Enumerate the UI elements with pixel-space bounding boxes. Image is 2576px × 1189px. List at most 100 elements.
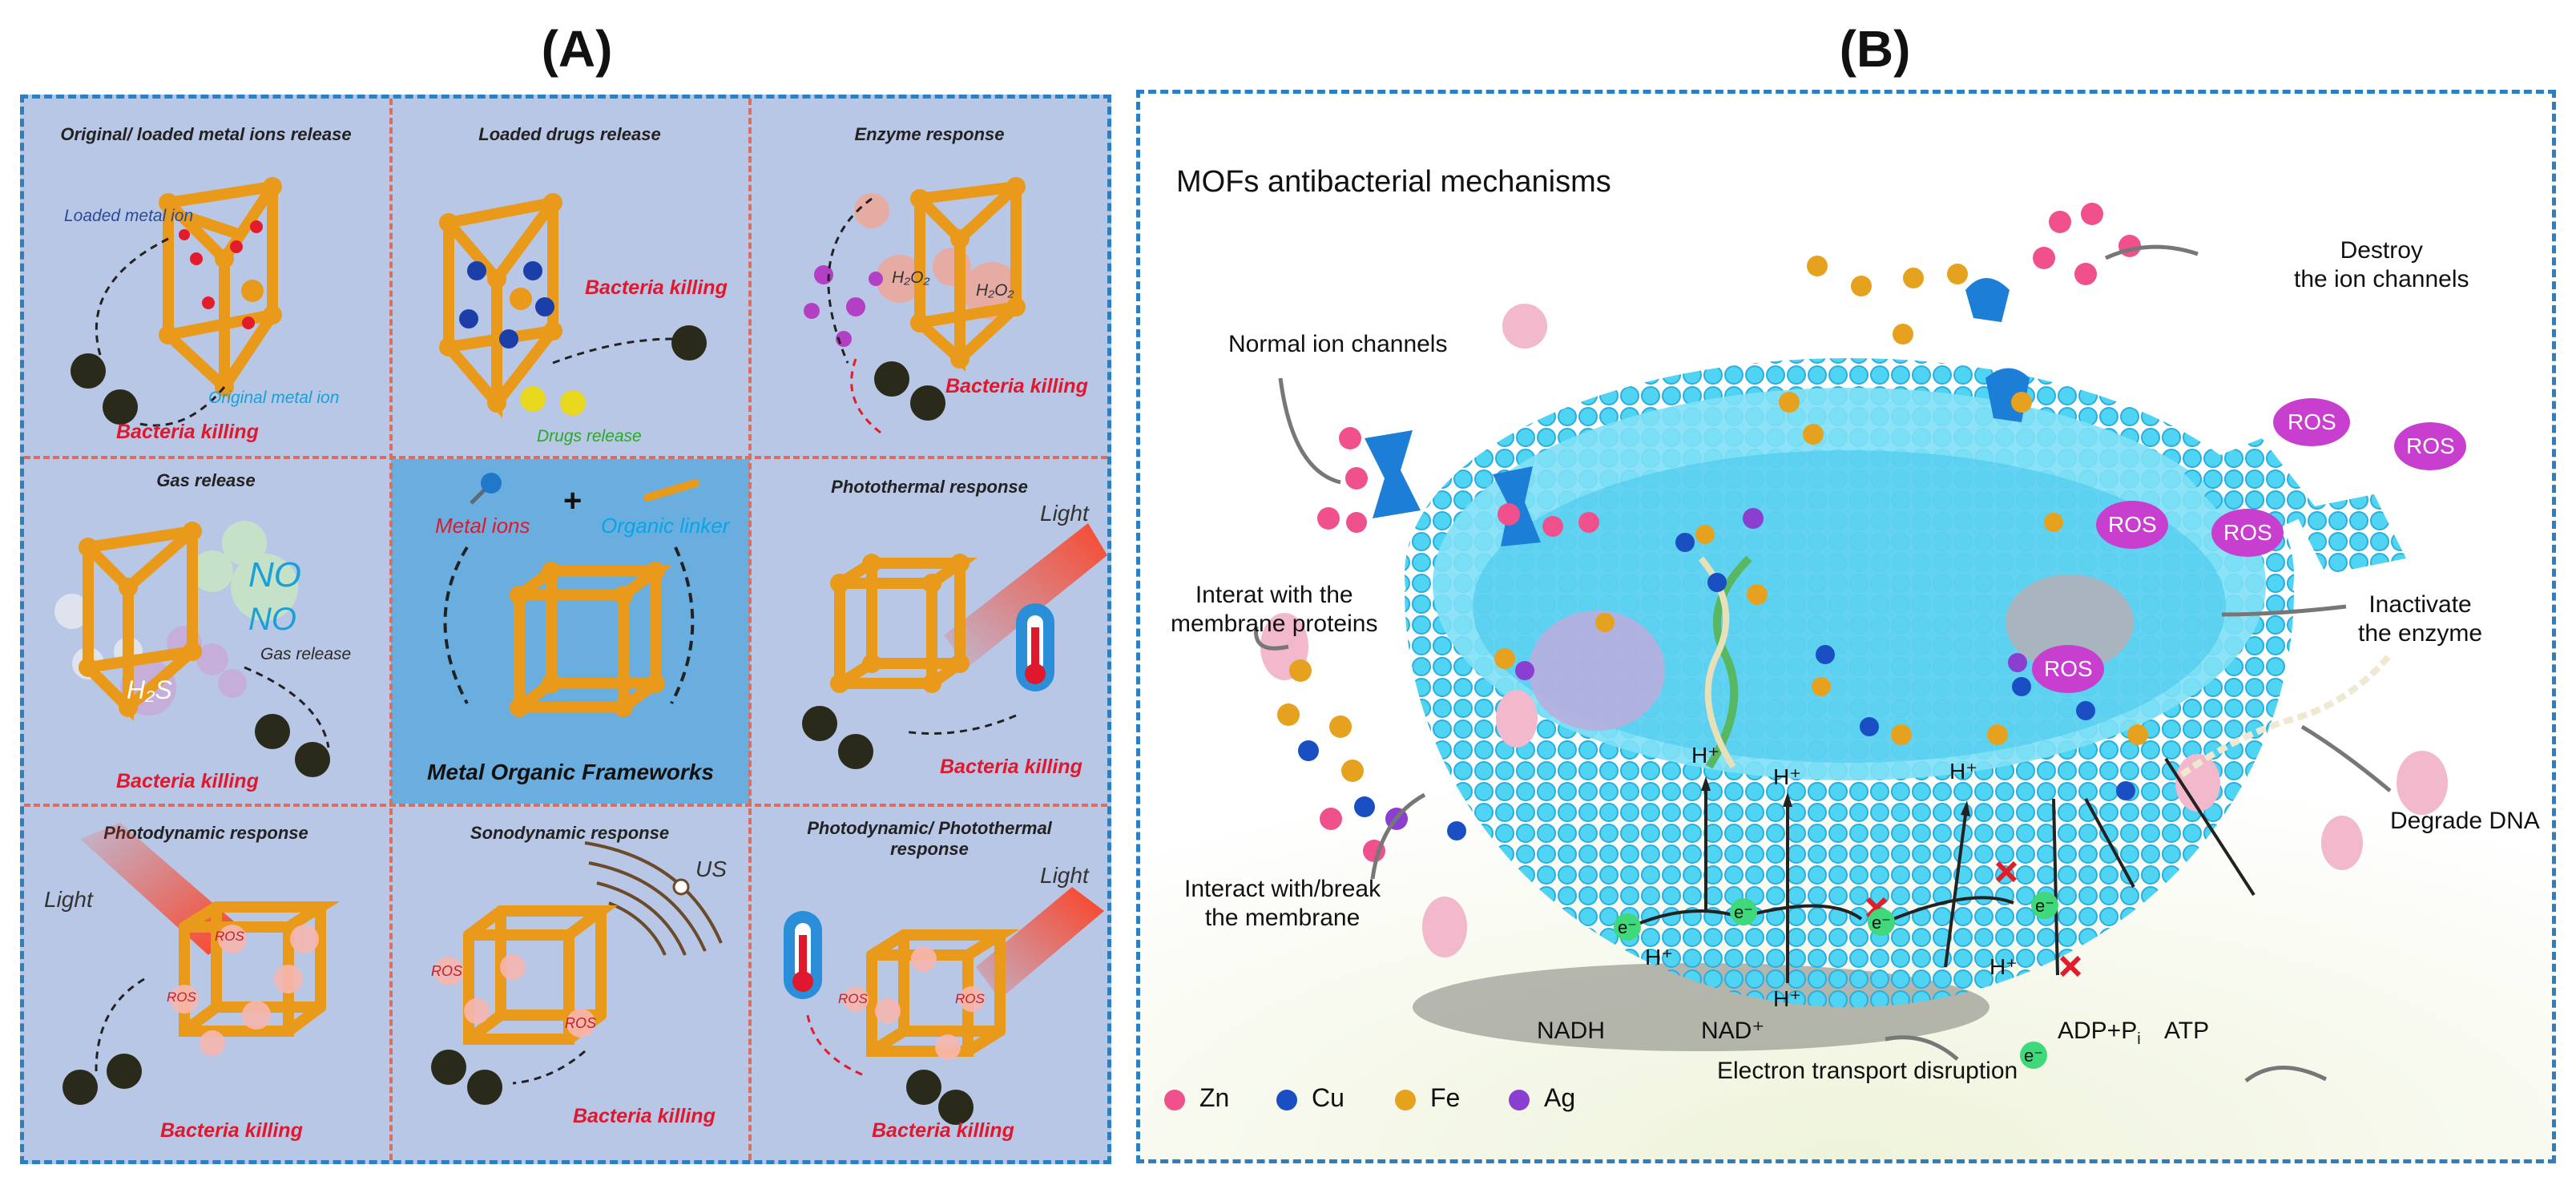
ros-label: ROS	[215, 929, 244, 944]
ros-label-1: ROS	[2288, 409, 2336, 434]
nadh-label: NADH	[1537, 1018, 1606, 1044]
photodynamic-framework-graphic	[62, 823, 341, 1105]
metal-ions-framework-graphic	[71, 177, 282, 427]
hplus-label-2: H⁺	[1773, 764, 1801, 789]
interact-break-membrane-label: Interact with/break the membrane	[1184, 876, 1381, 931]
destroy-ion-channels-label: Destroy the ion channels	[2294, 237, 2469, 292]
panel-b-label: (B)	[1839, 20, 1911, 78]
grid-hline-1	[24, 456, 1107, 459]
eminus-label-5: e⁻	[2024, 1046, 2043, 1066]
gas-release-label: Gas release	[260, 645, 352, 663]
cell-metal-ions-release: Original/ loaded metal ions release Load…	[24, 99, 388, 454]
bacteria-killing-label: Bacteria killing	[585, 276, 728, 299]
legend-label: Fe	[1430, 1083, 1461, 1112]
atp-label: ATP	[2164, 1018, 2210, 1044]
ros-label-2: ROS	[955, 991, 985, 1006]
legend-item-ag: Ag	[1509, 1083, 1575, 1113]
ros-label-2: ROS	[565, 1015, 597, 1031]
legend-item-zn: Zn	[1164, 1083, 1229, 1113]
nad-label: NAD⁺	[1701, 1018, 1765, 1044]
bacteria-killing-label: Bacteria killing	[160, 1119, 303, 1142]
cell-photothermal-response: Photothermal response	[752, 459, 1107, 802]
h2o2-label-2: H₂O₂	[976, 281, 1014, 300]
eminus-label-3: e⁻	[1872, 913, 1891, 933]
cell-title: Loaded drugs release	[478, 124, 661, 144]
ros-label-4: ROS	[2223, 520, 2272, 545]
legend-label: Zn	[1199, 1083, 1230, 1112]
ros-label: ROS	[838, 991, 868, 1006]
degrade-dna-label: Degrade DNA	[2390, 808, 2540, 834]
eminus-label-2: e⁻	[1734, 902, 1753, 922]
grid-hline-2	[24, 804, 1107, 807]
legend-label: Cu	[1312, 1083, 1344, 1112]
grid-vline-2	[748, 99, 752, 1160]
mof-framework-graphic	[443, 473, 699, 717]
photodynamic-photothermal-graphic	[784, 887, 1104, 1125]
normal-ion-channels-label: Normal ion channels	[1228, 331, 1448, 357]
hplus-label-5: H⁺	[1773, 986, 1801, 1011]
cell-title: Enzyme response	[854, 124, 1005, 144]
gas-framework-graphic	[54, 521, 330, 777]
hplus-label-4: H⁺	[1645, 945, 1673, 969]
h2s-label: H₂S	[127, 675, 172, 704]
cell-title: Sonodynamic response	[470, 823, 670, 843]
cell-sonodynamic-response: Sonodynamic response US ROS	[393, 807, 747, 1160]
panel-b: MOFs antibacterial mechanisms Destroy th…	[1136, 90, 2556, 1163]
organic-linker-label: Organic linker	[601, 514, 730, 538]
legend-swatch	[1276, 1089, 1297, 1110]
eminus-label-4: e⁻	[2035, 896, 2054, 916]
original-metal-ion-label: Original metal ion	[208, 389, 340, 407]
light-label: Light	[1040, 863, 1089, 888]
drugs-release-label: Drugs release	[537, 427, 642, 445]
legend-item-cu: Cu	[1276, 1083, 1344, 1113]
plus-sign: +	[563, 483, 583, 518]
center-cell-bg	[391, 459, 750, 804]
panel-a-label: (A)	[541, 20, 613, 78]
panel-a: Original/ loaded metal ions release Load…	[20, 95, 1111, 1164]
cell-photodynamic-response: Photodynamic response Light	[24, 807, 388, 1160]
sonodynamic-framework-graphic	[431, 841, 723, 1105]
eminus-label-1: e⁻	[1618, 917, 1637, 937]
legend-swatch	[1164, 1089, 1185, 1110]
no-label: NO	[248, 555, 301, 594]
ros-label-2: ROS	[2406, 433, 2455, 458]
cell-loaded-drugs-release: Loaded drugs release Bacteria killing Dr…	[393, 99, 747, 454]
panel-b-title: MOFs antibacterial mechanisms	[1176, 165, 1611, 199]
inactivate-enzyme-label: Inactivate the enzyme	[2358, 591, 2483, 647]
ros-label-5: ROS	[2044, 656, 2093, 681]
bacteria-killing-label: Bacteria killing	[573, 1105, 716, 1127]
ros-label-3: ROS	[2108, 512, 2157, 537]
us-label: US	[695, 856, 727, 881]
h2o2-label: H₂O₂	[892, 268, 930, 287]
loaded-metal-ion-label: Loaded metal ion	[64, 207, 194, 225]
light-label: Light	[1040, 501, 1089, 526]
cell-title: Original/ loaded metal ions release	[60, 124, 352, 144]
cell-title: Gas release	[156, 470, 256, 490]
ros-label: ROS	[431, 963, 463, 979]
grid-vline-1	[389, 99, 393, 1160]
bacteria-killing-label: Bacteria killing	[872, 1119, 1014, 1142]
cell-title: Photothermal response	[831, 477, 1028, 497]
adp-text: ADP+P	[2058, 1018, 2138, 1044]
membrane-proteins-label: Interat with the membrane proteins	[1171, 582, 1378, 637]
cell-metal-organic-frameworks: Metal ions + Organic linker Metal Organi…	[391, 459, 750, 804]
hplus-label-6: H⁺	[1989, 954, 2018, 979]
hplus-label-1: H⁺	[1691, 743, 1719, 768]
light-label: Light	[44, 887, 93, 912]
photothermal-framework-graphic	[802, 523, 1107, 769]
bacteria-killing-label: Bacteria killing	[940, 756, 1082, 778]
hplus-label-3: H⁺	[1949, 759, 1977, 784]
adp-label: ADP+Pi	[2058, 1017, 2141, 1054]
bacteria-killing-label: Bacteria killing	[945, 375, 1088, 397]
mof-name-label: Metal Organic Frameworks	[427, 760, 714, 784]
legend-swatch	[1509, 1089, 1530, 1110]
legend-item-fe: Fe	[1395, 1083, 1460, 1113]
cell-gas-release: Gas release NO NO H₂S Gas release Bacter…	[24, 459, 388, 802]
bacterium-cell-graphic	[1140, 203, 2552, 1159]
adp-sub: i	[2137, 1030, 2141, 1048]
no-label-2: NO	[248, 602, 296, 637]
cell-title: Photodynamic/ Photothermal response	[807, 818, 1052, 859]
metal-ions-label: Metal ions	[435, 514, 530, 538]
drugs-framework-graphic	[439, 193, 707, 418]
bacteria-killing-label: Bacteria killing	[116, 421, 259, 443]
